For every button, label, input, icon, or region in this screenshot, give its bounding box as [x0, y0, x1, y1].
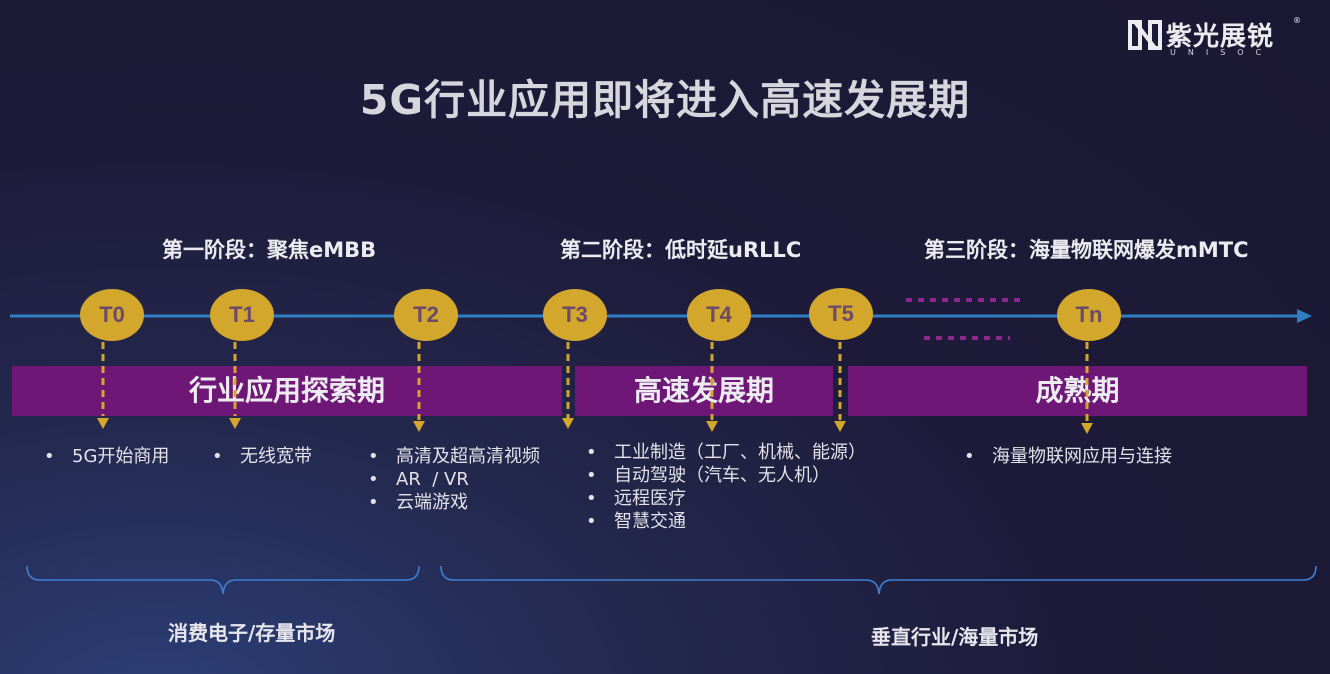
node-t0: T0	[80, 289, 144, 341]
stage-2-heading: 第二阶段：低时延uRLLC	[560, 238, 802, 262]
arrow-t5-icon	[834, 421, 846, 432]
stage-1-heading: 第一阶段：聚焦eMBB	[162, 238, 377, 262]
arrow-t3-icon	[562, 418, 574, 429]
logo-subtext: UNISOC	[1170, 48, 1274, 57]
logo-mark-icon	[1128, 20, 1162, 50]
bullets-t0: •5G开始商用	[44, 445, 169, 468]
list-item: •海量物联网应用与连接	[964, 446, 1172, 467]
page-title: 5G行业应用即将进入高速发展期	[359, 76, 971, 124]
unisoc-logo: 紫光展锐 ® UNISOC	[1128, 16, 1308, 60]
stage-3-heading: 第三阶段：海量物联网爆发mMTC	[924, 238, 1249, 262]
timeline-arrowhead-icon	[1297, 309, 1312, 323]
list-item: •无线宽带	[212, 446, 312, 467]
arrow-t4-icon	[706, 421, 718, 432]
node-t5: T5	[809, 288, 873, 340]
bracket-consumer	[26, 565, 420, 595]
bullets-tn: •海量物联网应用与连接	[964, 445, 1172, 468]
list-item: •远程医疗	[586, 488, 686, 509]
list-item: •AR / VR	[368, 469, 469, 490]
bullets-t3: •工业制造（工厂、机械、能源） •自动驾驶（汽车、无人机） •远程医疗 •智慧交…	[586, 441, 866, 533]
bullets-t1: •无线宽带	[212, 445, 312, 468]
arrow-t0-icon	[97, 418, 109, 429]
node-t2: T2	[394, 289, 458, 341]
list-item: •工业制造（工厂、机械、能源）	[586, 442, 866, 463]
market-label-vertical: 垂直行业/海量市场	[871, 625, 1039, 649]
period-label-exploration: 行业应用探索期	[188, 374, 385, 407]
node-t1: T1	[210, 289, 274, 341]
node-t4: T4	[687, 289, 751, 341]
period-band-growth	[575, 366, 833, 416]
arrow-t1-icon	[229, 418, 241, 429]
arrow-t2-icon	[413, 421, 425, 432]
bullets-t2: •高清及超高清视频 •AR / VR •云端游戏	[368, 445, 540, 514]
arrow-tn-icon	[1081, 423, 1093, 434]
period-label-mature: 成熟期	[1035, 374, 1120, 407]
list-item: •智慧交通	[586, 511, 686, 532]
node-tn: Tn	[1057, 289, 1121, 341]
period-label-growth: 高速发展期	[633, 374, 774, 407]
period-band-mature	[848, 366, 1307, 416]
logo-registered-mark: ®	[1293, 16, 1301, 25]
bracket-vertical	[440, 565, 1317, 595]
market-label-consumer: 消费电子/存量市场	[168, 621, 336, 645]
node-t3: T3	[543, 289, 607, 341]
list-item: •云端游戏	[368, 492, 468, 513]
list-item: •高清及超高清视频	[368, 446, 540, 467]
logo-text: 紫光展锐	[1166, 22, 1275, 52]
list-item: •5G开始商用	[44, 446, 170, 467]
list-item: •自动驾驶（汽车、无人机）	[586, 465, 830, 486]
